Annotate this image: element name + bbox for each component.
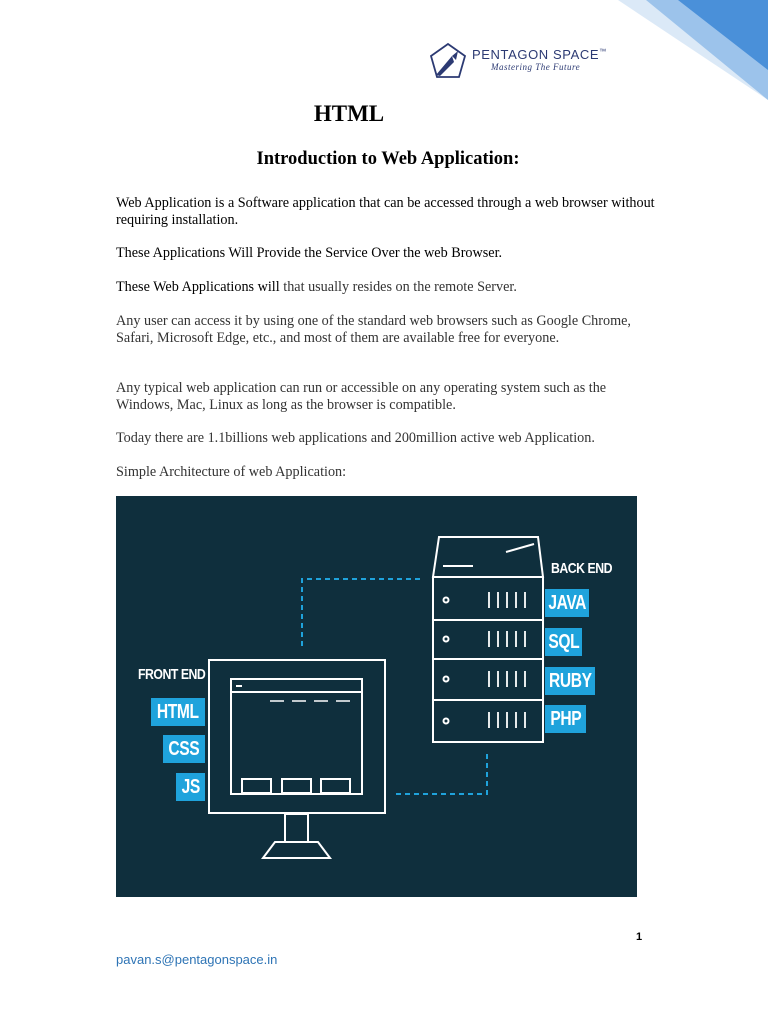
tag-css: CSS xyxy=(163,735,205,763)
server-icon xyxy=(431,536,545,578)
logo-name: PENTAGON SPACE™ xyxy=(472,47,607,62)
frontend-label: FRONT END xyxy=(138,666,206,683)
tag-js: JS xyxy=(176,773,205,801)
connector-top xyxy=(301,578,423,646)
pentagon-space-logo: PENTAGON SPACE™ Mastering The Future xyxy=(428,42,618,82)
corner-decoration xyxy=(618,0,768,100)
tag-ruby: RUBY xyxy=(545,667,595,695)
document-title: HTML xyxy=(313,101,385,126)
tag-java: JAVA xyxy=(545,589,589,617)
paragraph-browsers: Any user can access it by using one of t… xyxy=(116,313,631,346)
tag-sql: SQL xyxy=(545,628,582,656)
page-number: 1 xyxy=(636,931,643,943)
paragraph-stats: Today there are 1.1billions web applicat… xyxy=(116,430,595,446)
paragraph-service: These Applications Will Provide the Serv… xyxy=(116,245,503,261)
architecture-diagram: FRONT END HTML CSS JS BACK END JAVA SQL … xyxy=(116,496,637,897)
paragraph-os: Any typical web application can run or a… xyxy=(116,380,607,413)
tag-html: HTML xyxy=(151,698,205,726)
monitor-icon xyxy=(208,659,386,814)
backend-label: BACK END xyxy=(551,560,612,577)
pentagon-logo-icon xyxy=(429,42,467,78)
paragraph-definition: Web Application is a Software applicatio… xyxy=(116,195,655,228)
tag-php: PHP xyxy=(545,705,586,733)
architecture-illustration xyxy=(208,536,545,859)
logo-tagline: Mastering The Future xyxy=(491,62,581,72)
connector-bottom xyxy=(396,754,488,795)
section-heading: Introduction to Web Application: xyxy=(256,149,520,169)
footer-email-link[interactable]: pavan.s@pentagonspace.in xyxy=(116,952,278,967)
paragraph-server: These Web Applications will that usually… xyxy=(116,279,517,295)
paragraph-architecture-caption: Simple Architecture of web Application: xyxy=(116,464,347,480)
